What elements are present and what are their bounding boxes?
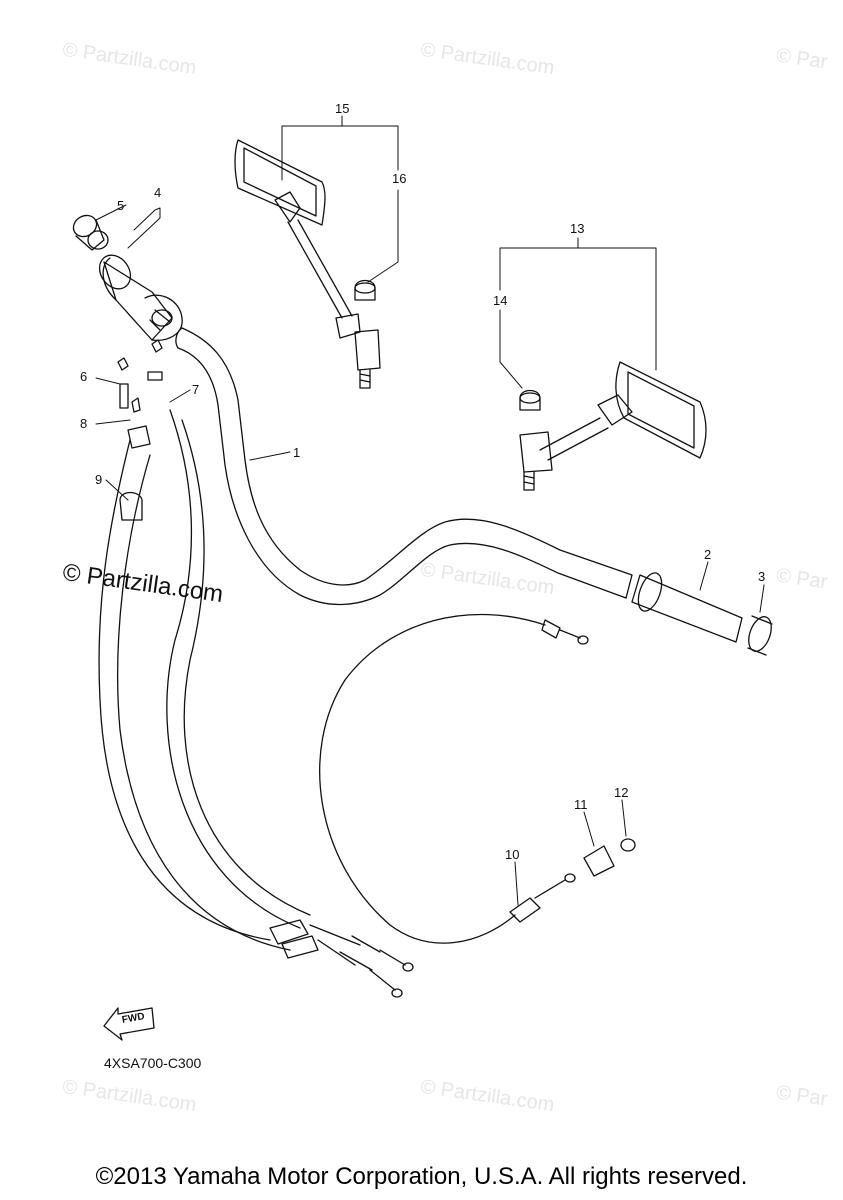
- callout-13: 13: [570, 221, 585, 236]
- cap-14: [519, 389, 541, 411]
- callout-1: 1: [293, 445, 301, 460]
- callout-3: 3: [758, 569, 766, 584]
- right-grip: [631, 572, 773, 656]
- callout-11: 11: [574, 797, 588, 812]
- cap-16: [354, 279, 376, 301]
- bushing-5: [72, 214, 109, 251]
- mirror-right: [519, 361, 707, 491]
- callout-12: 12: [614, 785, 629, 800]
- handlebar: [175, 327, 633, 606]
- callout-7: 7: [192, 382, 200, 397]
- throttle-cables: [98, 409, 414, 998]
- callout-6: 6: [80, 369, 88, 384]
- callout-2: 2: [704, 547, 712, 562]
- callout-5: 5: [117, 198, 125, 213]
- mirror-left: [234, 139, 381, 389]
- small-parts: [117, 339, 636, 877]
- left-grip: [98, 254, 183, 341]
- callout-16: 16: [392, 171, 407, 186]
- callout-10: 10: [505, 847, 520, 862]
- fwd-arrow-icon: [103, 1007, 155, 1041]
- diagram-code: 4XSA700-C300: [104, 1055, 202, 1071]
- copyright-notice: ©2013 Yamaha Motor Corporation, U.S.A. A…: [95, 1163, 748, 1190]
- callout-4: 4: [154, 185, 162, 200]
- callout-8: 8: [80, 416, 88, 431]
- callout-14: 14: [493, 293, 508, 308]
- callout-9: 9: [95, 472, 103, 487]
- leader-lines: [95, 115, 765, 906]
- callout-15: 15: [335, 101, 350, 116]
- choke-cable: [319, 613, 589, 944]
